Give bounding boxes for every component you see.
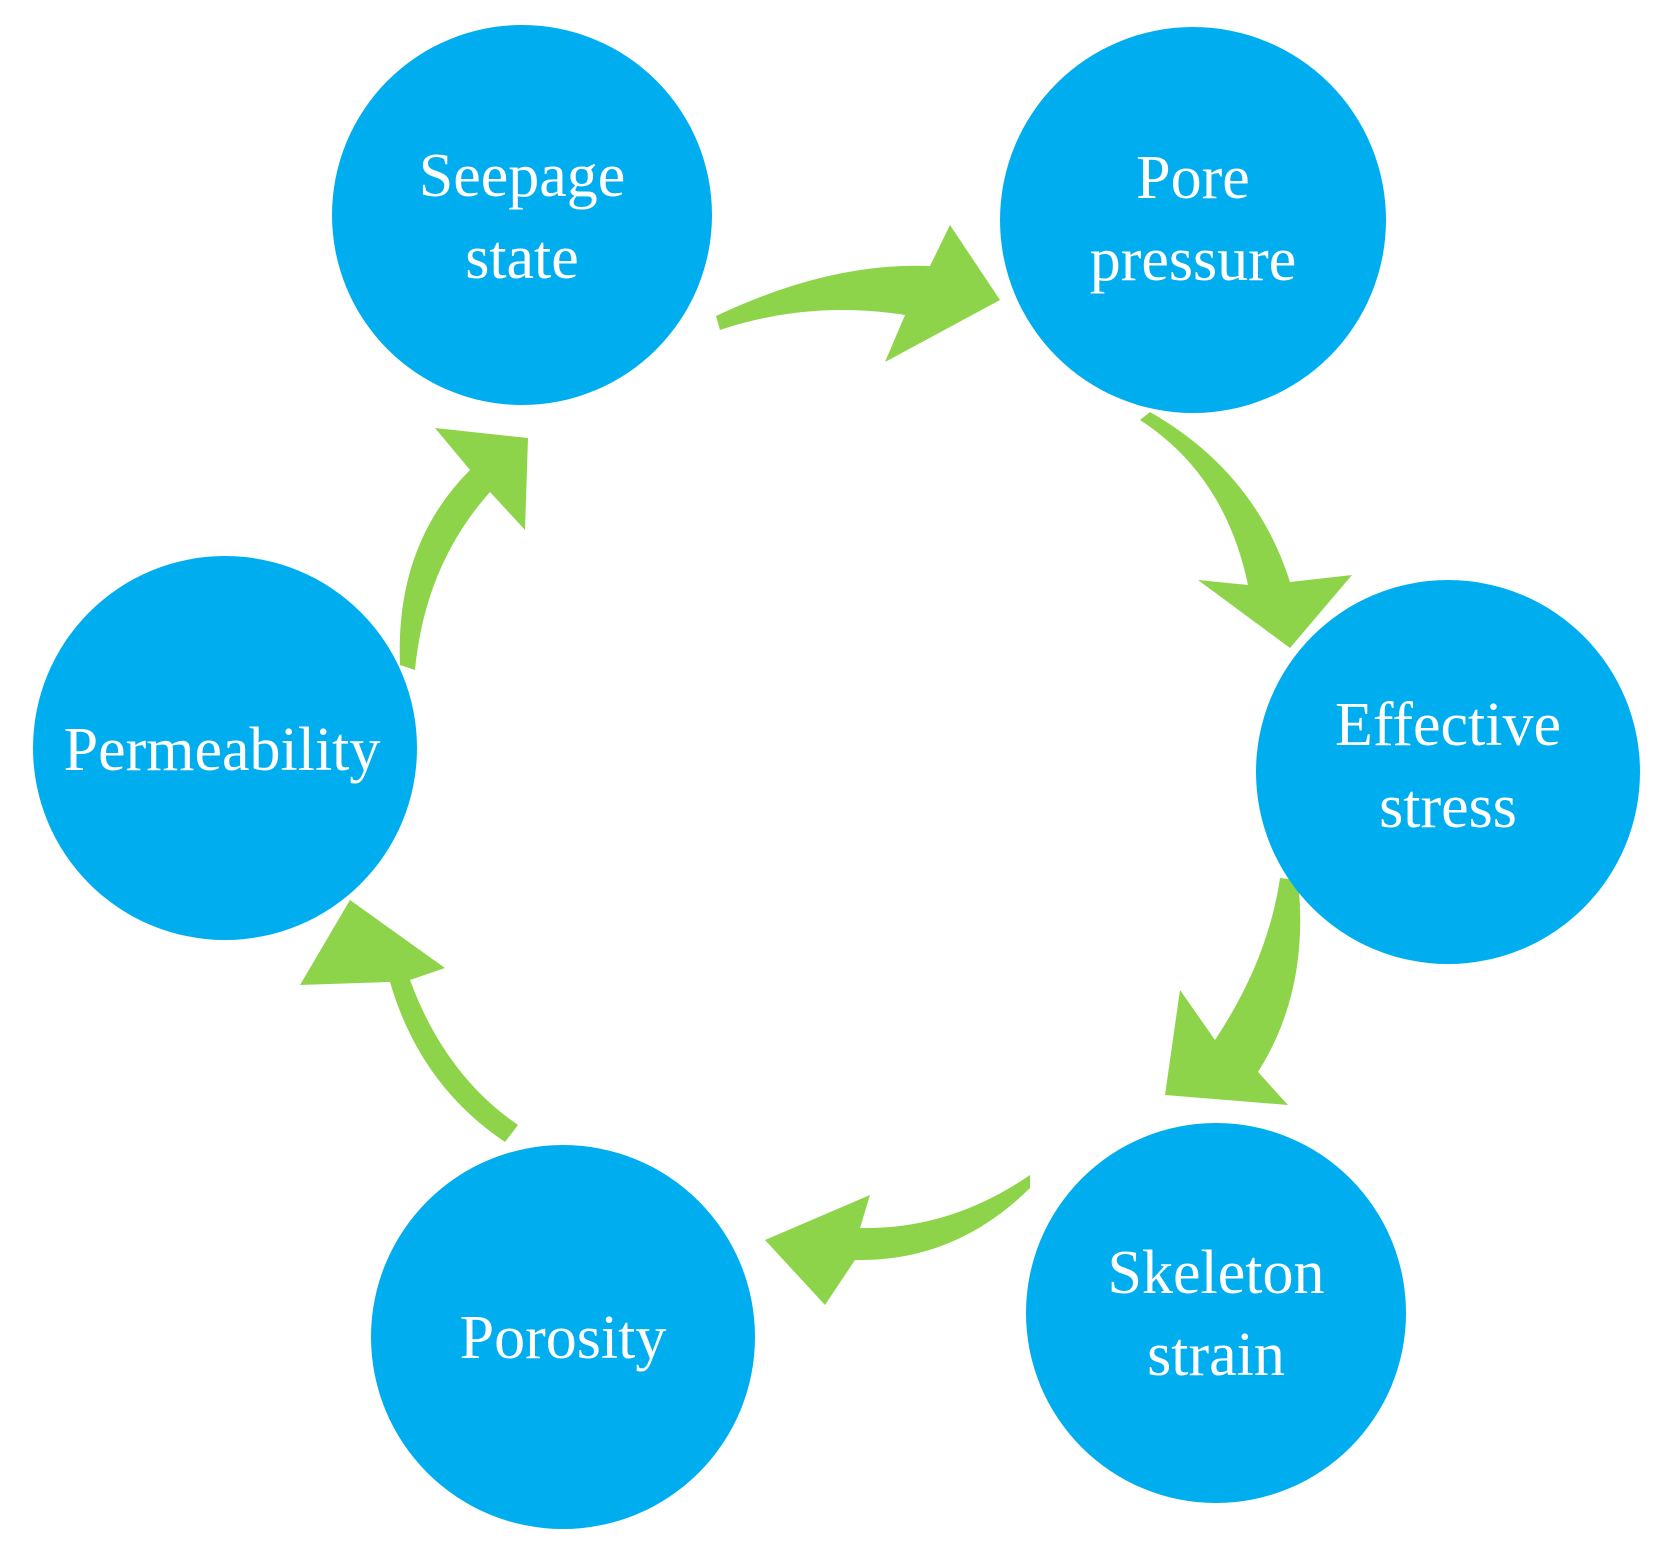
node-label-line-2: pressure [1090,226,1297,294]
arrow-permeability-to-seepage-icon [399,428,528,670]
node-skeleton-strain: Skeleton strain [1026,1123,1406,1503]
node-label-line-1: Pore [1136,144,1250,212]
node-circle [1256,580,1640,964]
node-label-line-1: Seepage [419,142,626,210]
node-porosity: Porosity [371,1145,755,1529]
node-pore-pressure: Pore pressure [1000,27,1386,413]
arrow-skeleton-to-porosity-icon [765,1175,1030,1305]
node-label-line-2: stress [1379,773,1517,841]
node-label-line-1: Permeability [64,716,381,784]
node-label-line-1: Skeleton [1108,1239,1325,1307]
node-circle [371,1145,755,1529]
node-circle [1000,27,1386,413]
node-seepage-state: Seepage state [332,25,712,405]
node-circle [332,25,712,405]
node-circle [33,556,417,940]
node-label-line-2: strain [1147,1321,1285,1389]
arrow-effective-to-skeleton-icon [1165,878,1301,1105]
arrow-porosity-to-permeability-icon [300,900,518,1142]
node-label-line-1: Porosity [460,1304,667,1372]
node-effective-stress: Effective stress [1256,580,1640,964]
node-label-line-2: state [465,224,579,292]
node-circle [1026,1123,1406,1503]
node-permeability: Permeability [33,556,417,940]
arrows-layer [300,225,1352,1305]
node-label-line-1: Effective [1335,691,1561,759]
arrow-pore-to-effective-icon [1140,412,1352,648]
arrow-seepage-to-pore-icon [716,225,1000,362]
